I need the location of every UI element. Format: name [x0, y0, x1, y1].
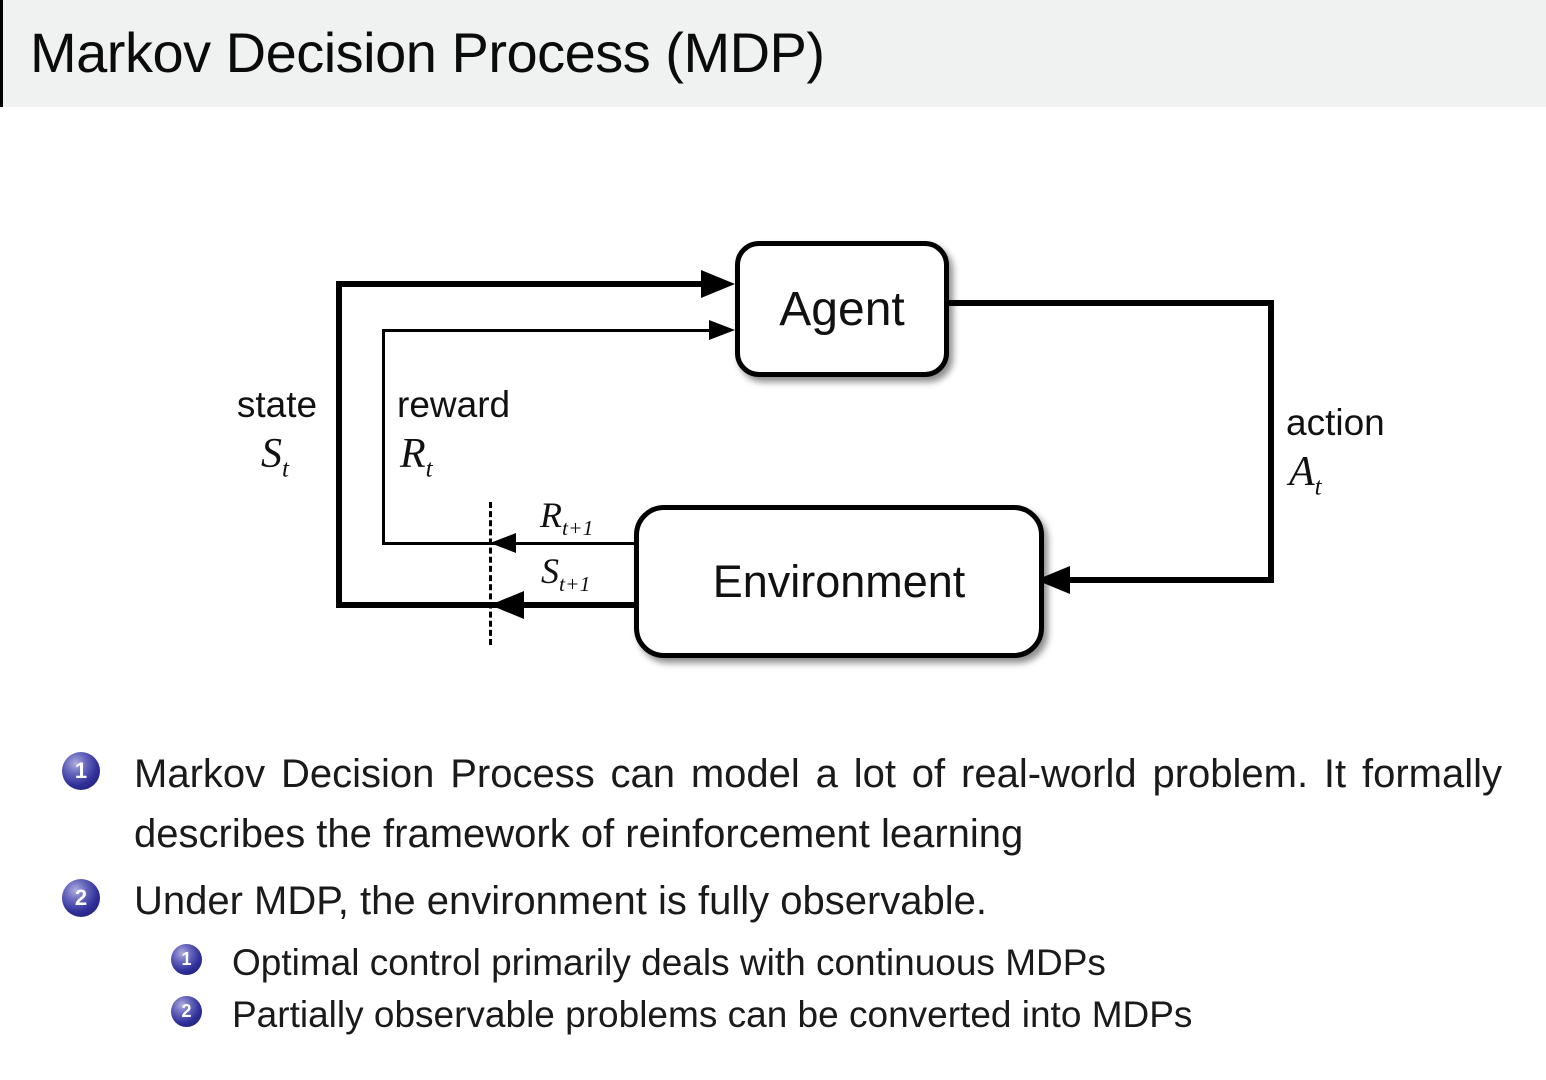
reward-arrowhead-into-agent: [709, 320, 735, 340]
bullet-number-ball: 2: [62, 879, 100, 917]
bullet-number-ball: 1: [62, 752, 100, 790]
reward-label: reward: [397, 384, 511, 425]
state-line-vertical: [336, 281, 342, 608]
sub-bullet-text: Partially observable problems can be con…: [232, 994, 1193, 1035]
next-state-arrowhead: [490, 591, 524, 619]
next-state-line: [336, 602, 636, 608]
page-title: Markov Decision Process (MDP): [30, 21, 825, 84]
sub-bullet-number-ball: 2: [171, 996, 202, 1027]
action-label: action: [1286, 402, 1385, 443]
action-symbol: At: [1289, 449, 1322, 501]
bullet-text: Under MDP, the environment is fully obse…: [134, 879, 988, 923]
state-arrowhead-into-agent: [701, 270, 735, 298]
action-line-top: [939, 300, 1274, 306]
agent-box: Agent: [735, 241, 949, 377]
state-line-top: [336, 281, 708, 287]
state-label: state: [236, 384, 318, 425]
next-state-symbol: St+1: [541, 551, 591, 597]
title-bar: Markov Decision Process (MDP): [0, 0, 1546, 107]
bullet-text: Markov Decision Process can model a lot …: [134, 752, 1502, 856]
environment-label: Environment: [712, 555, 966, 607]
reward-symbol: Rt: [400, 431, 433, 483]
sub-bullet-number-ball: 1: [171, 944, 202, 975]
title-accent-strip: [0, 0, 3, 107]
sub-bullet-text: Optimal control primarily deals with con…: [232, 942, 1106, 983]
next-reward-arrowhead: [490, 533, 516, 553]
state-symbol: St: [261, 431, 289, 483]
time-step-divider-dashed-line: [489, 502, 492, 645]
next-reward-symbol: Rt+1: [540, 495, 594, 541]
environment-box: Environment: [634, 505, 1044, 658]
action-line-vertical: [1268, 300, 1274, 583]
reward-line-top: [382, 329, 712, 332]
action-line-bottom: [1070, 577, 1274, 583]
reward-line-vertical: [382, 329, 385, 545]
agent-label: Agent: [779, 282, 905, 336]
